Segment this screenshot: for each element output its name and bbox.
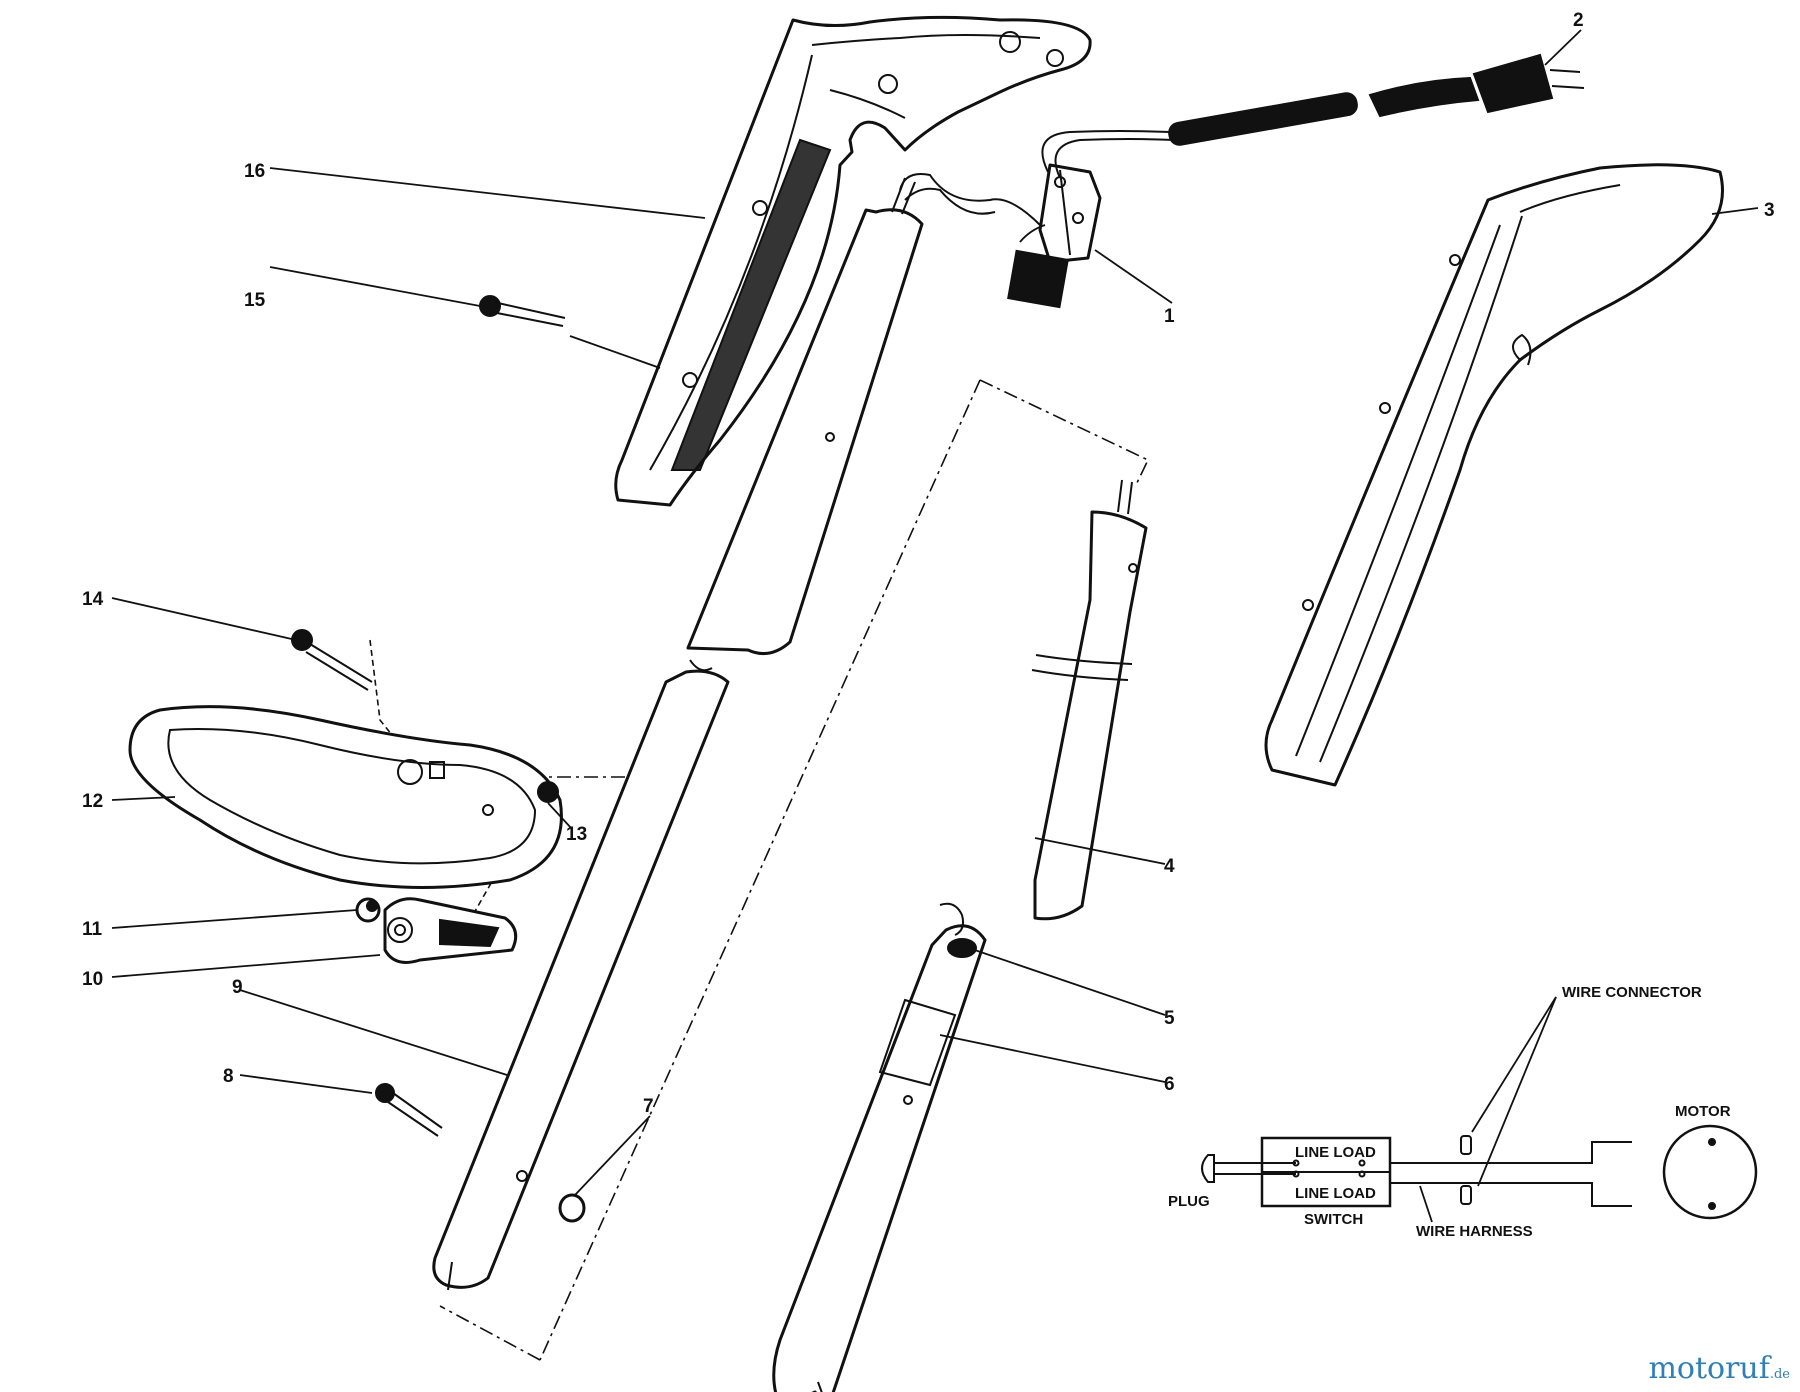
watermark-logo: motoruf.de xyxy=(1648,1351,1790,1386)
callout-12: 12 xyxy=(82,791,103,812)
callout-4: 4 xyxy=(1164,856,1175,877)
part-13-nut xyxy=(537,781,559,803)
watermark-suffix: .de xyxy=(1769,1367,1790,1382)
callout-14: 14 xyxy=(82,589,104,610)
internal-wires xyxy=(899,173,1041,226)
callout-2: 2 xyxy=(1573,10,1584,31)
part-10-clamp xyxy=(383,897,518,964)
callout-1: 1 xyxy=(1164,306,1175,327)
part-8-screw xyxy=(375,1083,443,1137)
part-3-handle-half-right xyxy=(1264,163,1724,787)
callout-6: 6 xyxy=(1164,1074,1175,1095)
callout-11: 11 xyxy=(82,919,103,940)
callout-5: 5 xyxy=(1164,1008,1175,1029)
upper-tube xyxy=(686,177,924,656)
part-16-handle-half-left xyxy=(614,15,1092,507)
part-4-upper-tube xyxy=(1031,479,1148,921)
switch-label: SWITCH xyxy=(1304,1211,1363,1228)
callout-3: 3 xyxy=(1764,200,1775,221)
part-1-switch xyxy=(1007,163,1102,309)
part-14-screw xyxy=(291,629,373,691)
callout-numbers: 1 2 3 4 5 6 7 8 9 10 11 12 13 14 15 16 xyxy=(82,10,1775,1117)
motor-symbol xyxy=(1662,1124,1758,1220)
callout-13: 13 xyxy=(566,824,587,845)
part-2-cord-plug xyxy=(1041,53,1585,179)
switch-symbol xyxy=(1260,1136,1392,1208)
callout-7: 7 xyxy=(643,1096,654,1117)
watermark-text: motoruf xyxy=(1648,1351,1770,1386)
part-9-lower-tube xyxy=(432,659,730,1291)
wiring-schematic: WIRE CONNECTOR MOTOR PLUG LINE LOAD LINE… xyxy=(1168,984,1758,1240)
callout-15: 15 xyxy=(244,290,266,311)
plug-label: PLUG xyxy=(1168,1193,1210,1210)
wire-connector-label: WIRE CONNECTOR xyxy=(1562,984,1702,1001)
part-12-handle-loop xyxy=(128,705,563,889)
part-11-nut xyxy=(355,897,381,923)
wire-connector-symbols xyxy=(1460,1135,1472,1205)
line-load-top-label: LINE LOAD xyxy=(1295,1144,1376,1161)
callout-8: 8 xyxy=(223,1066,234,1087)
callout-10: 10 xyxy=(82,969,103,990)
wire-harness-label: WIRE HARNESS xyxy=(1416,1223,1533,1240)
part-7-nut xyxy=(558,1193,586,1223)
leader-lines xyxy=(111,29,1759,1196)
part-6-lower-tube xyxy=(772,924,987,1392)
plug-symbol xyxy=(1201,1154,1224,1183)
part-15-screw xyxy=(479,295,566,327)
callout-9: 9 xyxy=(232,977,243,998)
line-load-bottom-label: LINE LOAD xyxy=(1295,1185,1376,1202)
motor-label: MOTOR xyxy=(1675,1103,1731,1120)
callout-16: 16 xyxy=(244,161,265,182)
part-5-clip xyxy=(939,902,977,958)
